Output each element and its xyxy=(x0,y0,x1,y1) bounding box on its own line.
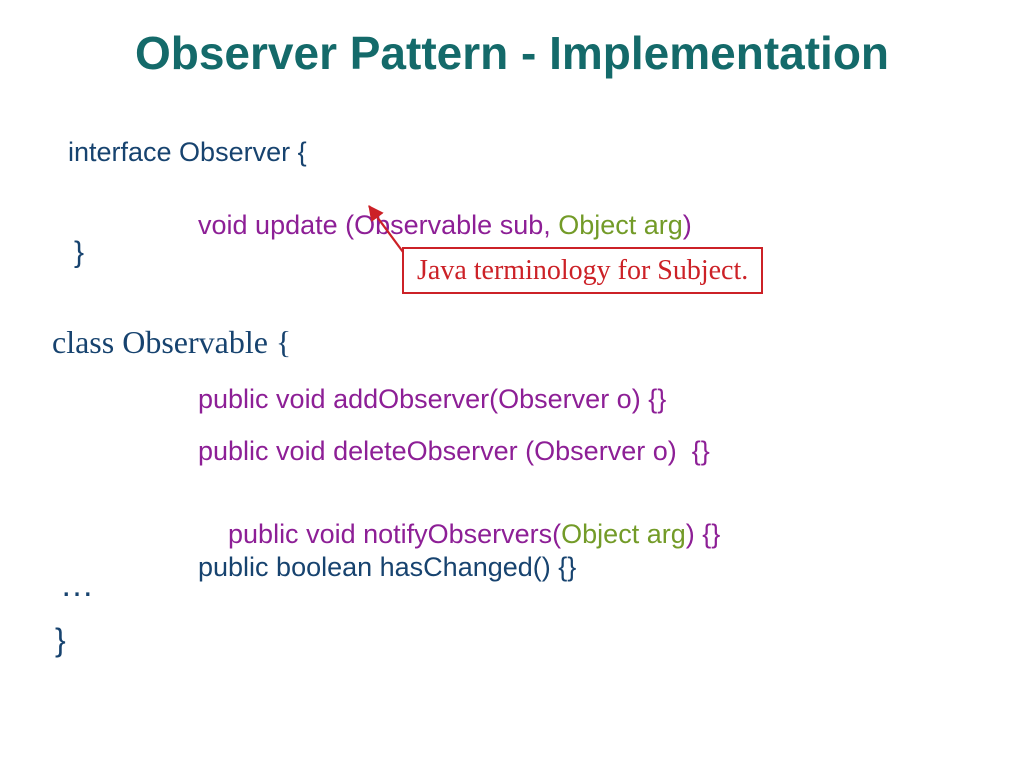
code-line-class-close: } xyxy=(55,622,66,658)
code-line-has-changed: public boolean hasChanged() {} xyxy=(198,552,577,582)
code-line-update-signature: void update (Observable sub, Object arg) xyxy=(168,179,692,272)
update-signature-close-paren: ) xyxy=(682,210,692,241)
update-signature-arg: Object arg xyxy=(558,210,683,241)
slide-title: Observer Pattern - Implementation xyxy=(134,27,890,79)
notify-signature-pre: public void notifyObservers( xyxy=(228,519,562,550)
code-line-notify-observers: public void notifyObservers(Object arg) … xyxy=(198,488,720,581)
code-line-ellipsis: … xyxy=(60,566,98,604)
code-line-class-open: class Observable { xyxy=(52,324,292,360)
code-line-delete-observer: public void deleteObserver (Observer o) … xyxy=(198,436,710,466)
annotation-callout-label: Java terminology for Subject. xyxy=(417,254,749,286)
notify-signature-arg: Object arg xyxy=(561,519,686,550)
annotation-arrow xyxy=(368,205,404,253)
notify-signature-post: ) {} xyxy=(685,519,721,550)
annotation-callout-box: Java terminology for Subject. xyxy=(402,247,763,294)
code-line-interface-open: interface Observer { xyxy=(68,137,307,167)
code-line-interface-close: } xyxy=(74,236,85,269)
code-line-add-observer: public void addObserver(Observer o) {} xyxy=(198,384,667,414)
